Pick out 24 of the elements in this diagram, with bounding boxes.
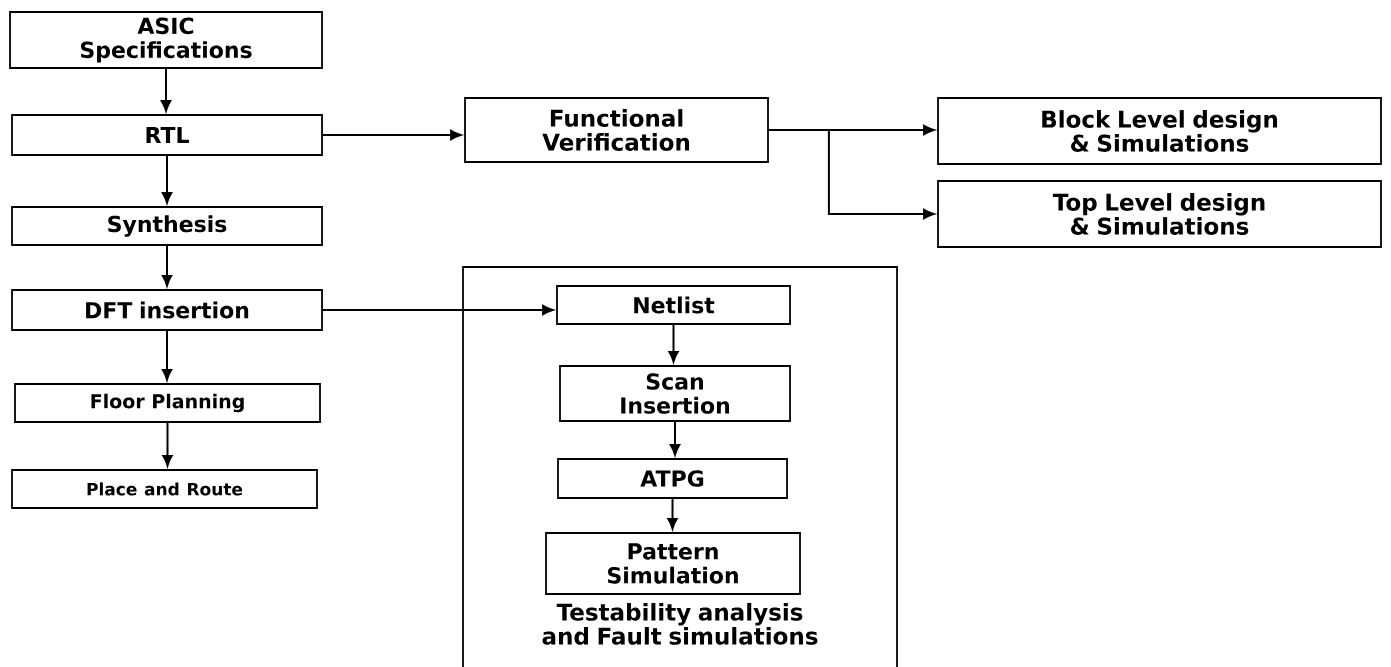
process-box: Functional Verification [464,97,769,163]
arrow [160,67,172,112]
process-box: ASIC Specifications [9,11,323,69]
arrow [668,323,679,363]
arrow [161,329,173,381]
process-box: Synthesis [11,206,323,246]
process-box: RTL [11,114,323,156]
process-box: Pattern Simulation [545,532,801,595]
arrow [669,420,681,456]
arrow [162,421,173,467]
arrow [161,244,173,287]
process-box: Top Level design & Simulations [937,180,1382,248]
process-box: Block Level design & Simulations [937,97,1382,165]
process-box: Scan Insertion [559,365,791,422]
process-box: Place and Route [11,469,318,509]
arrow [321,304,554,316]
arrow [667,497,678,530]
arrow [767,129,935,220]
process-box: Netlist [556,285,791,325]
arrow [161,154,173,204]
process-box: DFT insertion [11,289,323,331]
process-box: ATPG [557,458,788,499]
process-box: Floor Planning [14,383,321,423]
arrow [321,129,462,141]
